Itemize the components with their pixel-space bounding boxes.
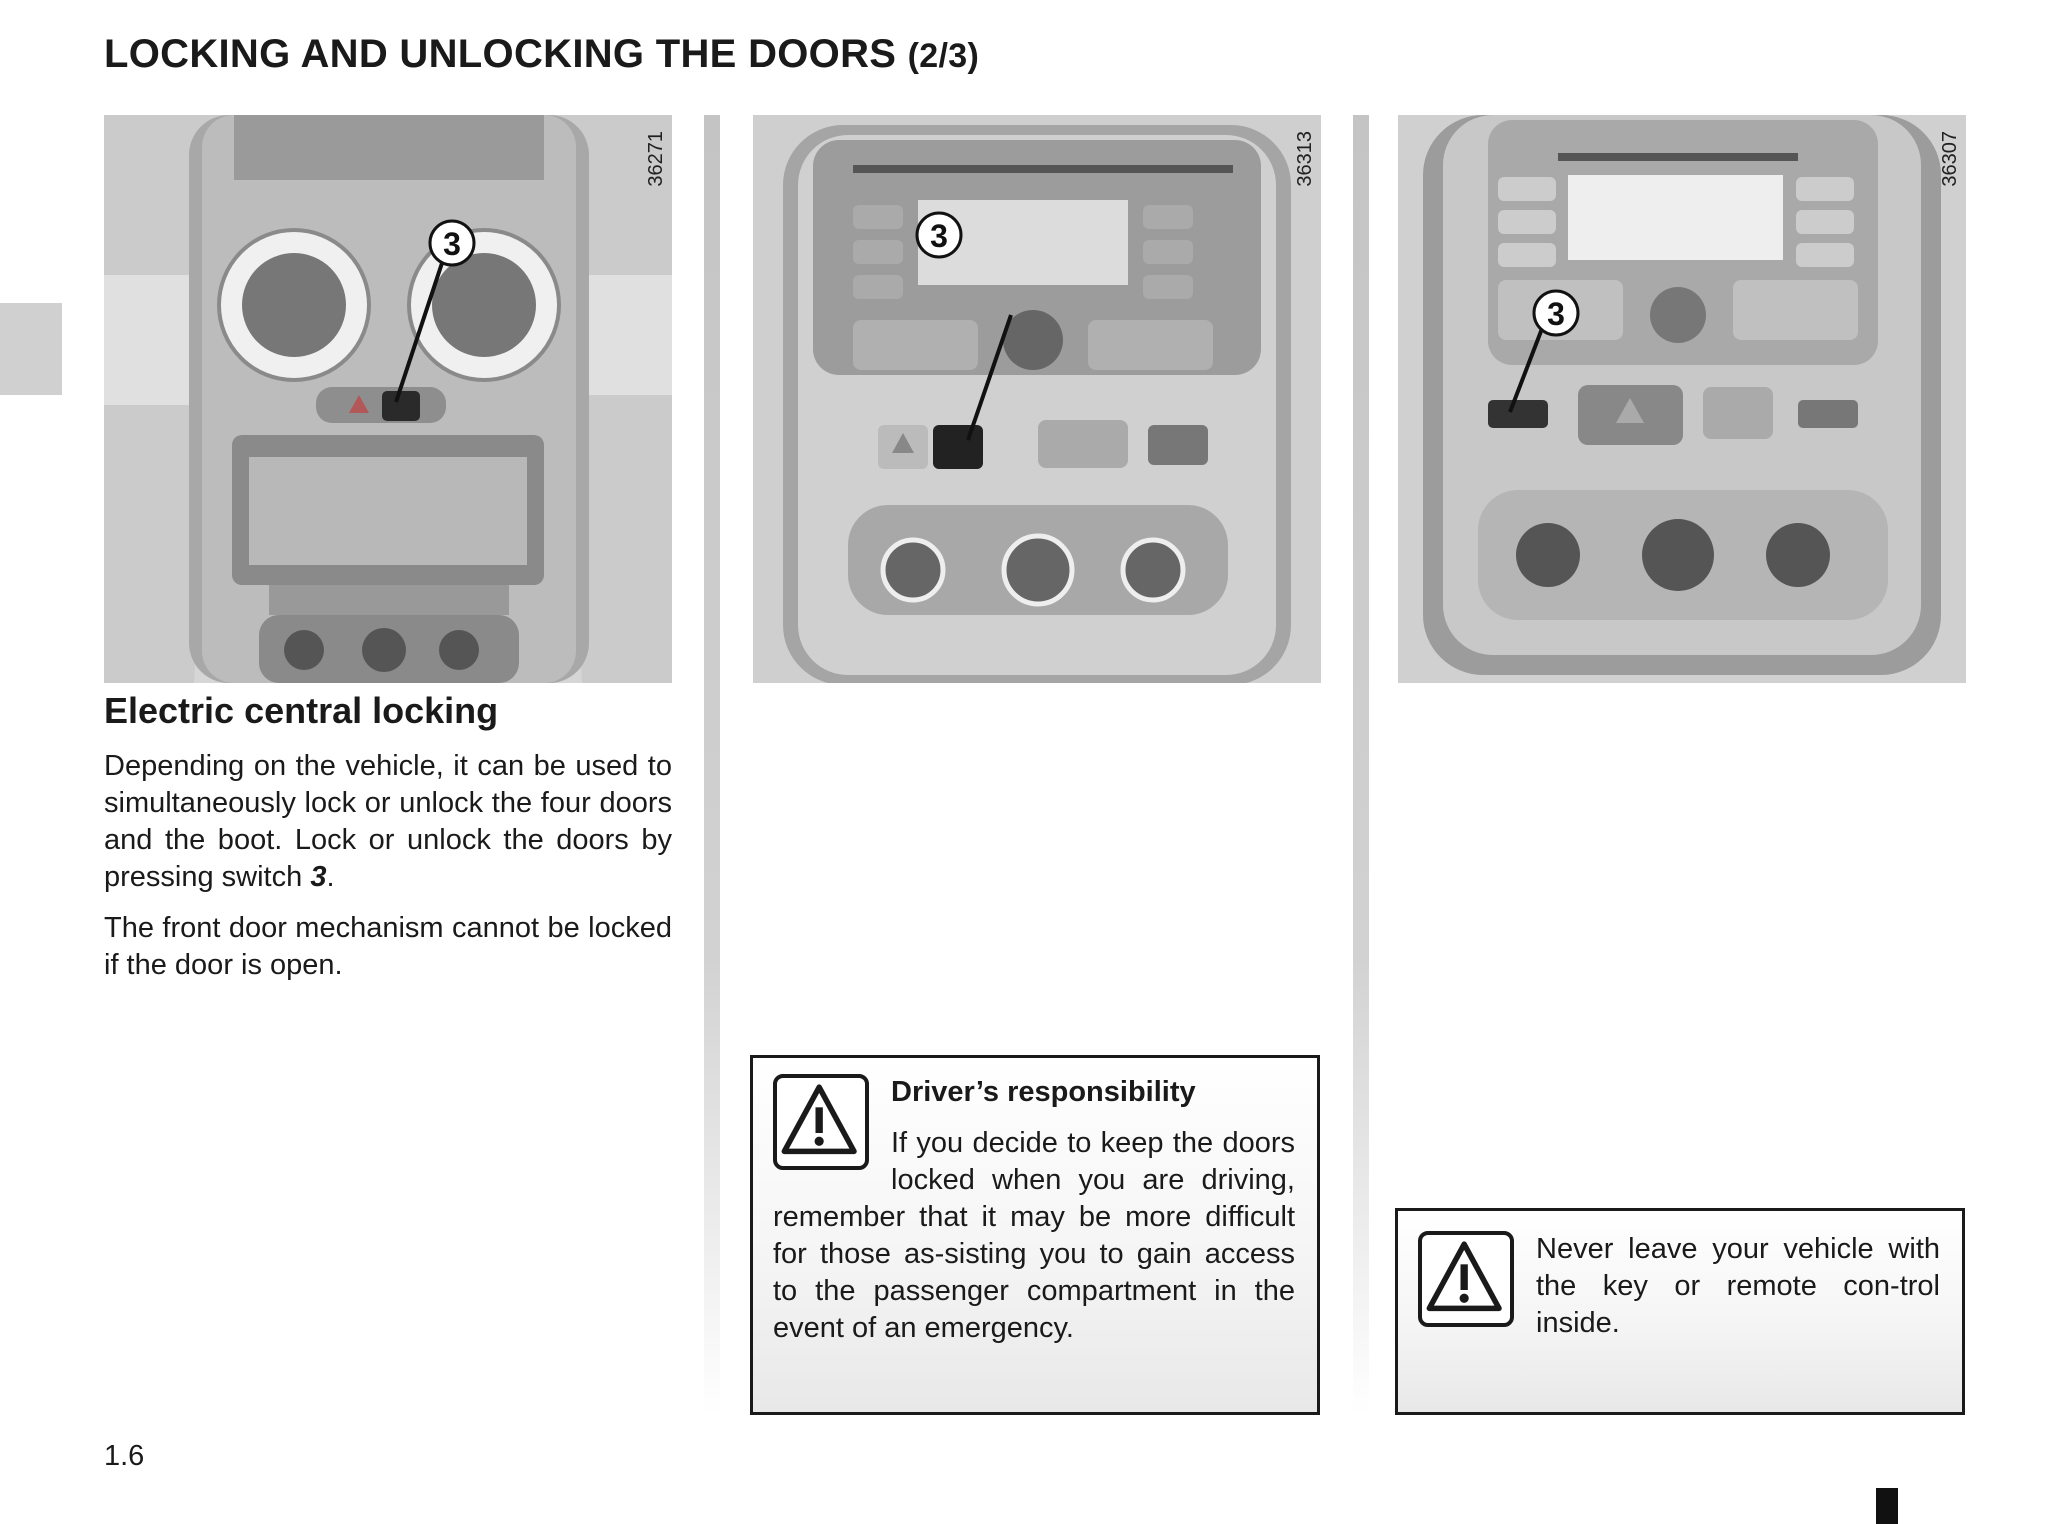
radio-console-alt-illustration: [1398, 115, 1966, 683]
callout-circle: 3: [1532, 289, 1580, 337]
body-paragraph: Depending on the vehicle, it can be used…: [104, 748, 672, 896]
figure-ref-number: 36307: [1939, 131, 1961, 187]
warning-text: If you decide to keep the doors locked w…: [773, 1127, 1295, 1344]
callout-circle: 3: [915, 211, 963, 259]
warning-box-driver: Driver’s responsibility If you decide to…: [750, 1055, 1320, 1415]
chapter-tab: [0, 303, 62, 395]
warning-triangle-icon: [1418, 1231, 1514, 1327]
switch-reference: 3: [310, 861, 327, 893]
title-main: LOCKING AND UNLOCKING THE DOORS: [104, 32, 897, 76]
figure-radio-console-alt: 3 36307: [1398, 115, 1966, 683]
figure-ref-number: 36313: [1294, 131, 1316, 187]
callout-3: 3: [443, 226, 461, 262]
page-corner-mark: [1876, 1488, 1898, 1524]
figure-radio-console: 3 36313: [753, 115, 1321, 683]
callout-3: 3: [1547, 296, 1565, 332]
radio-console-illustration: [753, 115, 1321, 683]
body-paragraph: The front door mechanism cannot be locke…: [104, 912, 672, 981]
dashboard-illustration: 3: [104, 115, 672, 683]
warning-text: Never leave your vehicle with the key or…: [1536, 1233, 1940, 1339]
page-number: 1.6: [104, 1440, 145, 1472]
title-part: (2/3): [907, 37, 980, 75]
figure-ref-number: 36271: [645, 131, 667, 187]
column-separator: [1353, 115, 1369, 1415]
warning-heading: Driver’s responsibility: [891, 1076, 1196, 1108]
page-title: LOCKING AND UNLOCKING THE DOORS (2/3): [104, 32, 979, 77]
figure-dashboard: 3 36271: [104, 115, 672, 683]
warning-triangle-icon: [773, 1074, 869, 1170]
column-separator: [704, 115, 720, 1415]
paragraph-end: .: [326, 861, 335, 893]
callout-3: 3: [930, 218, 948, 254]
warning-box-key: Never leave your vehicle with the key or…: [1395, 1208, 1965, 1415]
section-heading: Electric central locking: [104, 690, 499, 731]
paragraph-text: Depending on the vehicle, it can be used…: [104, 750, 672, 893]
